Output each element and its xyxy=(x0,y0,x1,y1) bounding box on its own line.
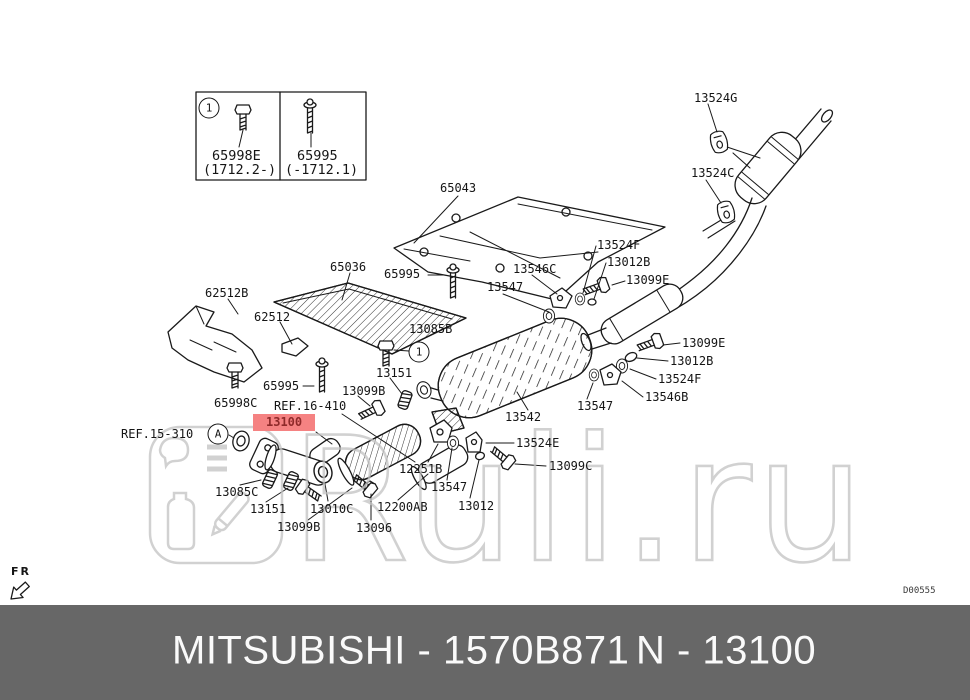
fr-arrow-icon xyxy=(10,581,30,600)
front-pipe-assembly xyxy=(230,407,518,506)
leader-lines xyxy=(227,103,722,521)
muffler-13542 xyxy=(437,317,593,419)
heat-shield-65036 xyxy=(273,282,467,355)
inset-box xyxy=(195,91,367,181)
watermark: Ruli.ru xyxy=(148,399,869,602)
fr-direction-label: FR xyxy=(11,565,31,578)
hanger-cluster-right xyxy=(588,331,666,386)
heat-shield-65043 xyxy=(393,196,666,301)
bracket-62512 xyxy=(281,337,309,357)
drawing-code: D00555 xyxy=(903,586,936,596)
catalog-number: N - 13100 xyxy=(636,628,817,673)
bracket-62512B xyxy=(167,305,263,383)
brand-part-number: MITSUBISHI - 1570B871 xyxy=(172,628,630,673)
title-bar: MITSUBISHI - 1570B871 N - 13100 xyxy=(0,605,970,700)
watermark-text: Ruli.ru xyxy=(290,400,869,601)
rear-muffler-assembly xyxy=(649,108,834,315)
